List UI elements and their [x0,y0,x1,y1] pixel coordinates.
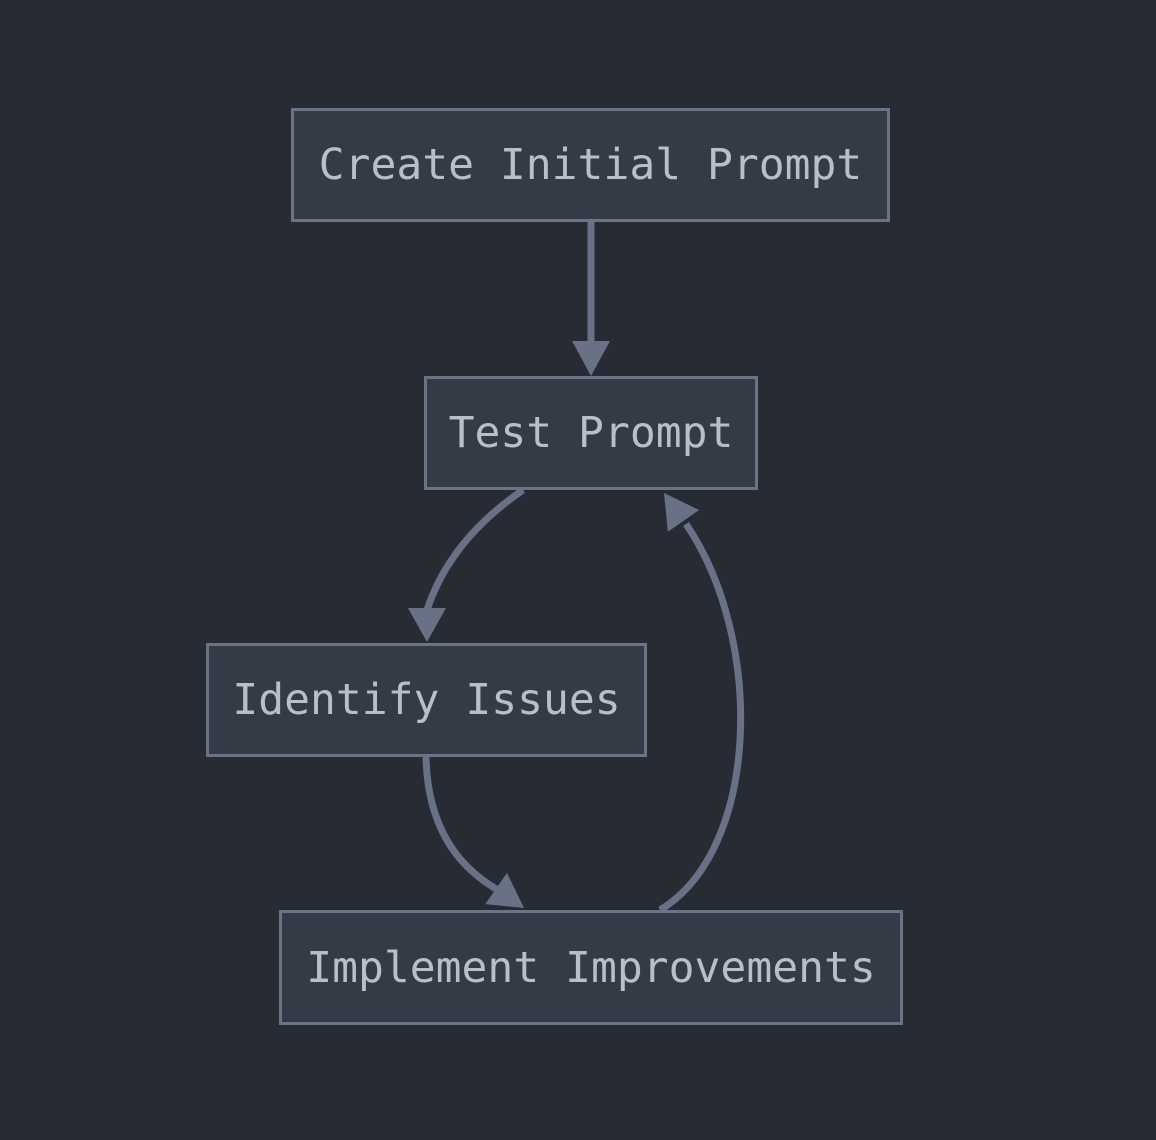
node-label: Implement Improvements [306,942,876,993]
arrowhead-up-left-icon [664,493,700,532]
node-create-initial-prompt: Create Initial Prompt [291,108,890,222]
node-identify-issues: Identify Issues [206,643,647,757]
edge-test-to-identify [408,487,525,642]
node-implement-improvements: Implement Improvements [279,910,903,1025]
node-test-prompt: Test Prompt [424,376,758,490]
arrowhead-down-icon [572,341,610,376]
edge-create-to-test [572,222,610,376]
arrowhead-down-right-icon [485,872,524,908]
edge-identify-to-implement [422,756,524,908]
node-label: Test Prompt [448,408,734,458]
node-label: Identify Issues [232,675,621,725]
node-label: Create Initial Prompt [318,140,863,190]
arrowhead-down-icon [408,608,446,642]
edge-implement-to-test [658,493,745,913]
